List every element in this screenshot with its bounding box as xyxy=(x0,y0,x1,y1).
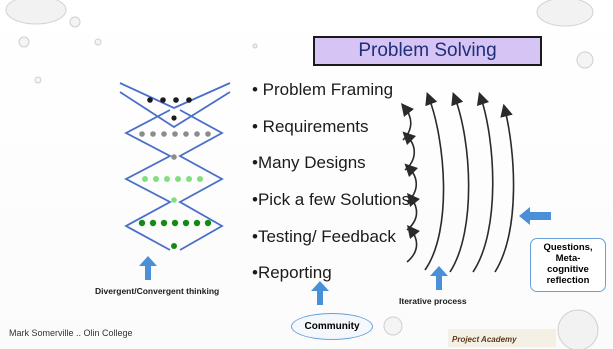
slide-title: Problem Solving xyxy=(313,36,542,66)
iterative-process-caption: Iterative process xyxy=(399,296,467,306)
iterative-arrows xyxy=(401,91,515,273)
community-label: Community xyxy=(291,313,373,340)
reflection-line-1: Questions, xyxy=(543,242,593,253)
up-arrow-iterative-icon xyxy=(430,266,448,290)
reflection-box: Questions, Meta- cognitive reflection xyxy=(530,238,606,292)
divergent-convergent-diagram xyxy=(119,82,231,251)
bullet-pick-solutions: •Pick a few Solutions xyxy=(252,190,411,209)
footer-credit: Mark Somerville .. Olin College xyxy=(9,328,133,338)
up-arrow-divergent-icon xyxy=(139,256,157,280)
bullet-problem-framing: • Problem Framing xyxy=(252,80,394,99)
reflection-line-2: Meta- xyxy=(555,253,581,264)
bullet-reporting: •Reporting xyxy=(252,263,332,282)
bullet-testing-feedback: •Testing/ Feedback xyxy=(252,227,396,246)
logo-text: Project Academy xyxy=(452,335,517,344)
project-academy-logo: Project Academy xyxy=(448,329,556,347)
bullet-many-designs: •Many Designs xyxy=(252,153,366,172)
up-arrow-community-icon xyxy=(311,281,329,305)
bullet-requirements: • Requirements xyxy=(252,117,369,136)
divergent-convergent-caption: Divergent/Convergent thinking xyxy=(95,286,220,296)
reflection-line-3: cognitive xyxy=(547,264,589,275)
reflection-line-4: reflection xyxy=(546,275,590,286)
left-arrow-reflection-icon xyxy=(519,207,551,225)
